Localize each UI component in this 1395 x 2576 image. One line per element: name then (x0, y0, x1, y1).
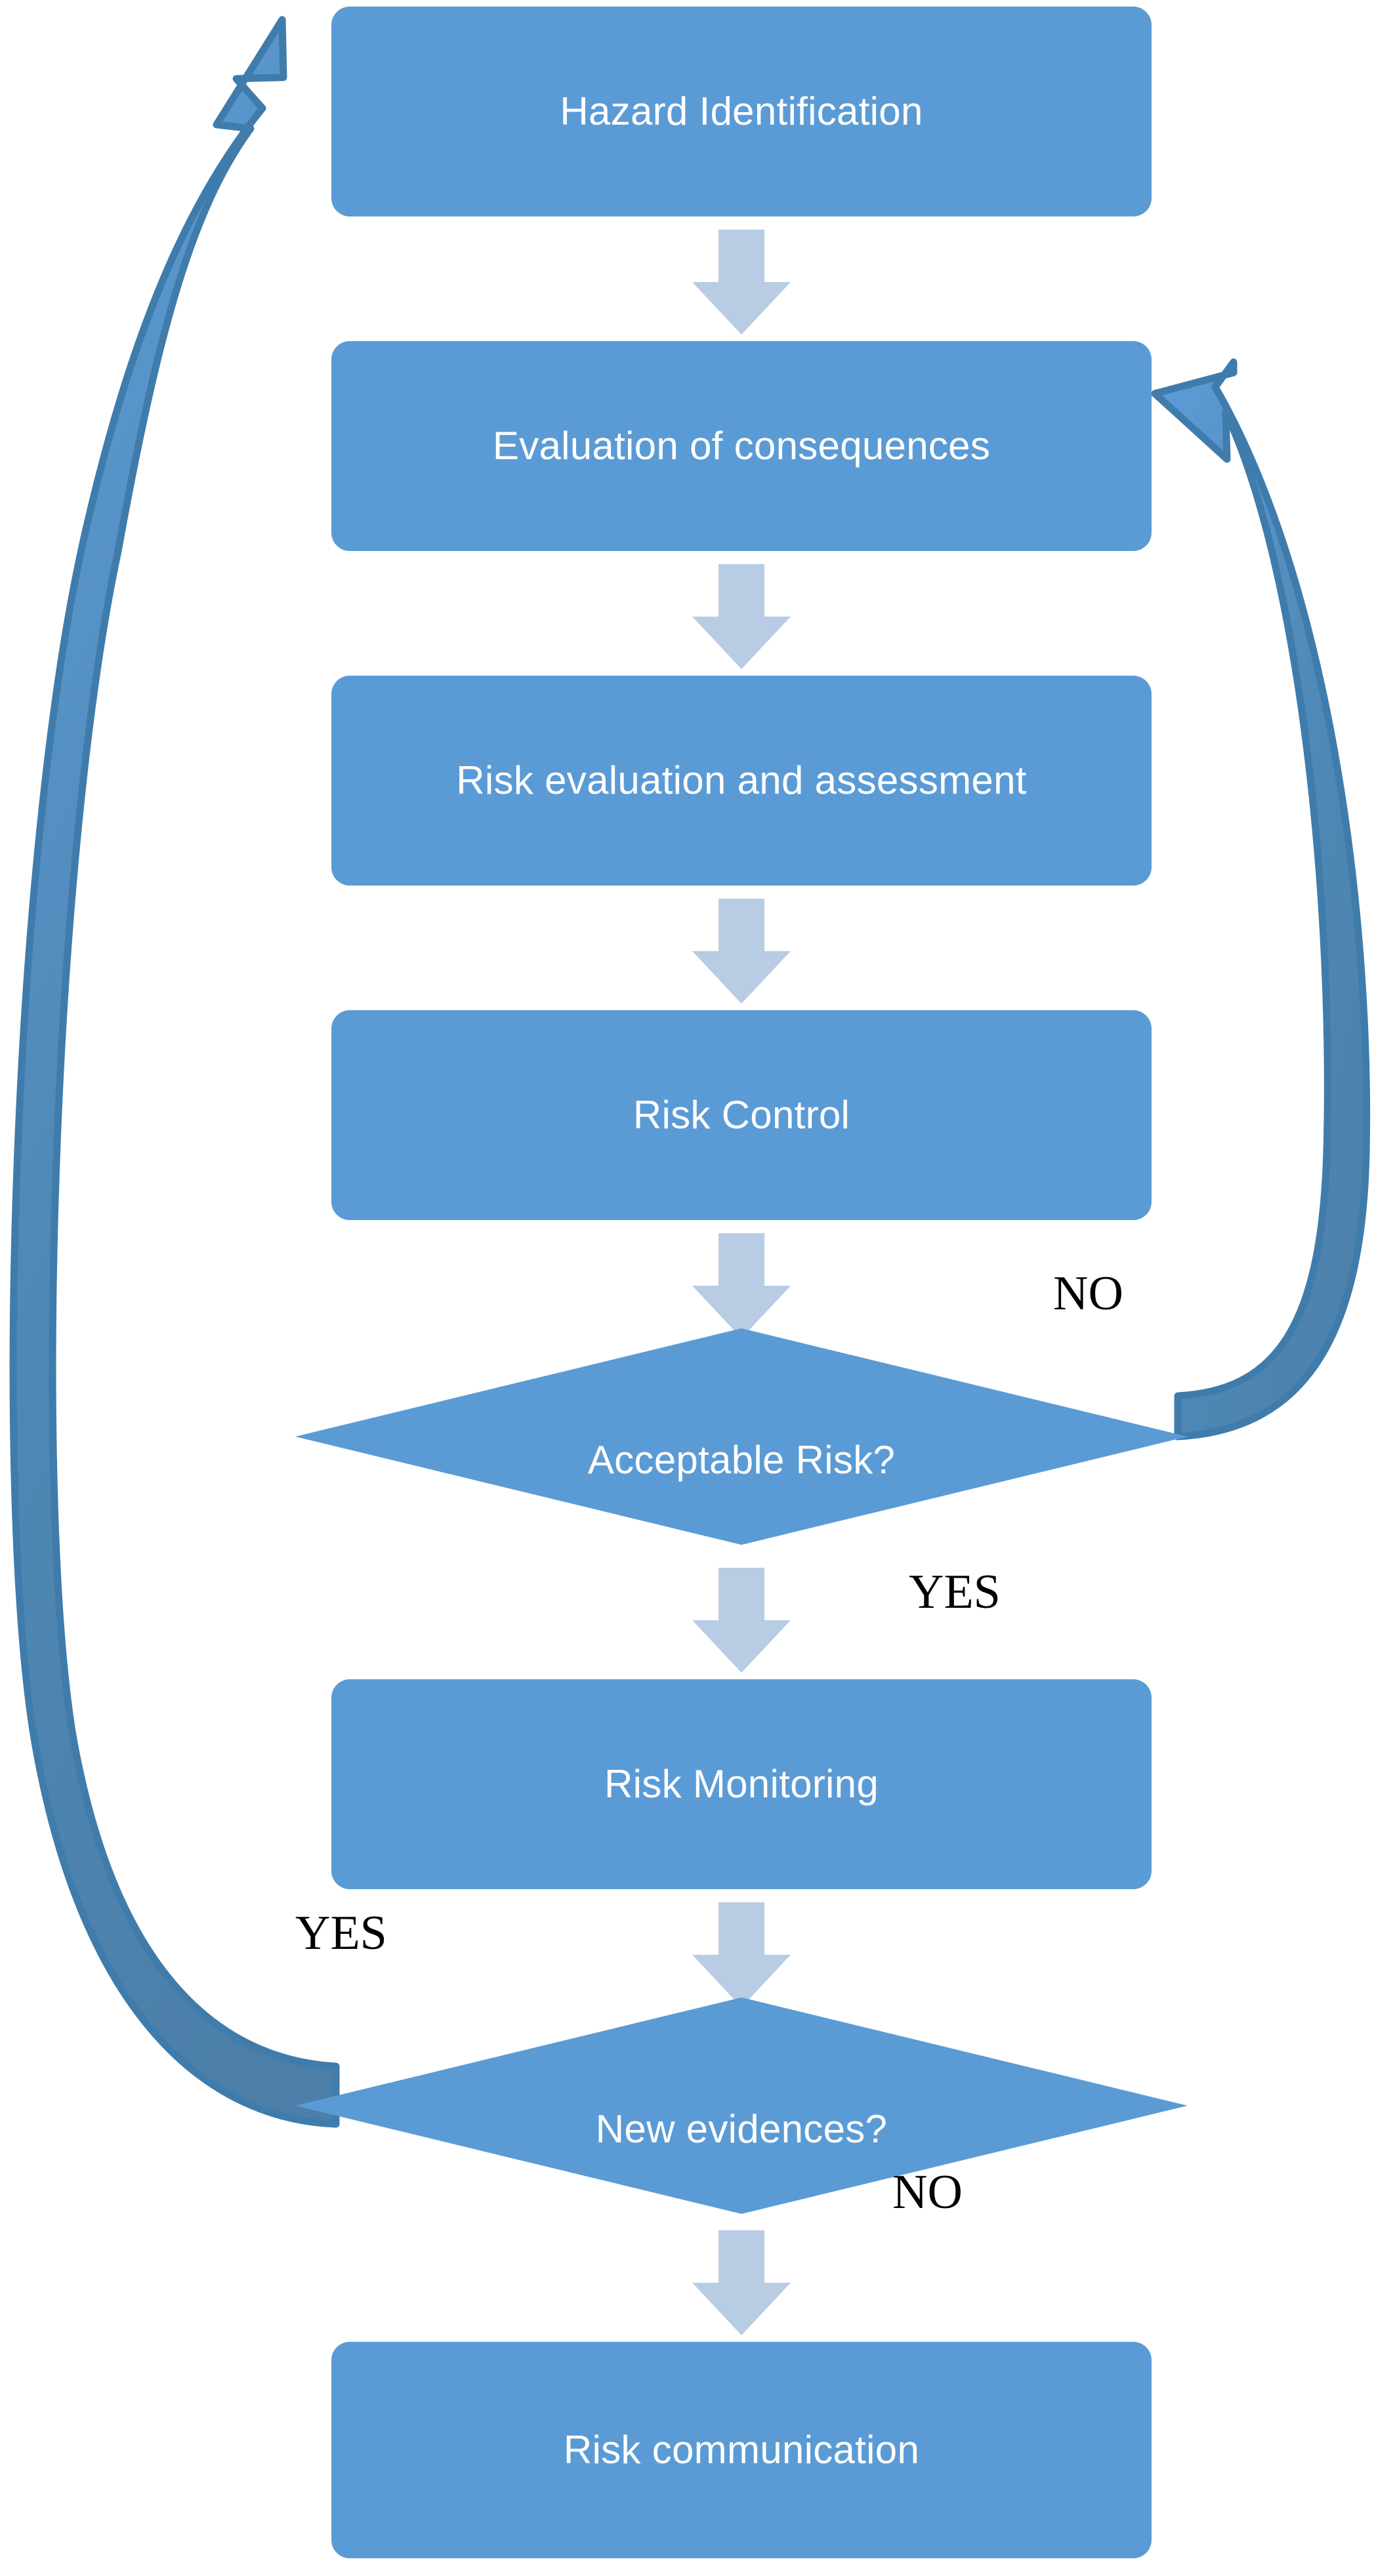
node-new-evidences[interactable]: New evidences? (295, 1997, 1188, 2214)
node-label-risk-control: Risk Control (633, 1093, 850, 1137)
node-acceptable-risk[interactable]: Acceptable Risk? (295, 1328, 1188, 1545)
down-arrow-connectors (692, 230, 791, 2335)
node-risk-monitoring[interactable]: Risk Monitoring (331, 1679, 1152, 1889)
node-label-new-evidences: New evidences? (595, 2107, 888, 2151)
down-arrow-icon-7 (692, 2230, 791, 2335)
feedback-arrow-no-right (1151, 358, 1371, 1441)
down-arrow-icon-2 (692, 564, 791, 669)
edge-label-acceptable-risk-yes: YES (909, 1565, 1001, 1619)
edge-label-acceptable-risk-no: NO (1053, 1267, 1123, 1320)
node-label-risk-monitoring: Risk Monitoring (604, 1762, 879, 1806)
down-arrow-icon-1 (692, 230, 791, 335)
node-label-risk-communication: Risk communication (563, 2428, 920, 2472)
down-arrow-icon-4 (692, 1233, 791, 1338)
edge-label-new-evidences-yes: YES (295, 1906, 387, 1960)
down-arrow-icon-6 (692, 1902, 791, 2007)
node-hazard-identification[interactable]: Hazard Identification (331, 7, 1152, 216)
node-risk-communication[interactable]: Risk communication (331, 2342, 1152, 2558)
node-risk-control[interactable]: Risk Control (331, 1010, 1152, 1220)
node-label-acceptable-risk: Acceptable Risk? (587, 1438, 896, 1482)
down-arrow-icon-5 (692, 1568, 791, 1673)
feedback-curve-left-path (9, 16, 340, 2128)
node-label-evaluation-consequences: Evaluation of consequences (492, 424, 991, 468)
diamond-shape-acceptable-risk (295, 1328, 1188, 1545)
node-risk-evaluation[interactable]: Risk evaluation and assessment (331, 676, 1152, 886)
node-label-hazard-identification: Hazard Identification (560, 89, 923, 133)
diamond-shape-new-evidences (295, 1997, 1188, 2214)
node-label-risk-evaluation: Risk evaluation and assessment (456, 758, 1027, 802)
node-evaluation-consequences[interactable]: Evaluation of consequences (331, 341, 1152, 551)
edge-label-new-evidences-no: NO (892, 2165, 963, 2219)
feedback-curve-right-path (1151, 358, 1371, 1441)
down-arrow-icon-3 (692, 899, 791, 1004)
feedback-arrow-yes-left (9, 16, 340, 2128)
